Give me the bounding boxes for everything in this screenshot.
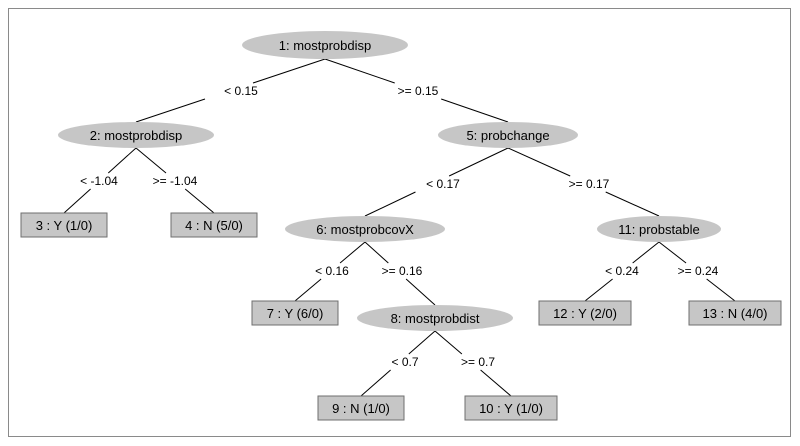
leaf-node[interactable]: 9 : N (1/0)	[317, 395, 405, 421]
split-node-ellipse	[285, 216, 445, 242]
edge-line-upper	[364, 241, 389, 264]
split-node-ellipse	[438, 122, 578, 148]
split-node[interactable]: 5: probchange	[438, 122, 578, 148]
tree-edge: >= 0.16	[364, 241, 436, 306]
tree-edge: < 0.17	[364, 147, 509, 217]
split-node-label: 8: mostprobdist	[391, 311, 480, 326]
split-node-ellipse	[597, 216, 721, 242]
edge-line-lower	[480, 369, 512, 397]
split-node[interactable]: 1: mostprobdisp	[242, 31, 408, 59]
leaf-node-box	[538, 300, 632, 326]
edge-condition-label: < 0.17	[426, 177, 460, 191]
tree-nodes: 1: mostprobdisp 2: mostprobdisp 3 : Y (1/0…	[20, 31, 782, 421]
edge-condition-label: >= 0.16	[382, 264, 423, 278]
split-node-ellipse	[58, 122, 214, 148]
edge-line-upper	[135, 147, 167, 174]
split-node-label: 6: mostprobcovX	[316, 222, 414, 237]
leaf-node-box	[464, 395, 558, 421]
split-node[interactable]: 2: mostprobdisp	[58, 122, 214, 148]
edge-line-lower	[584, 278, 613, 302]
edge-line-lower	[135, 98, 206, 123]
split-node-label: 11: probstable	[618, 222, 699, 237]
edge-line-lower	[360, 369, 391, 397]
edge-condition-label: >= 0.17	[569, 177, 610, 191]
edge-line-upper	[507, 147, 571, 177]
tree-edge: >= 0.7	[434, 330, 512, 397]
leaf-node-label: 4 : N (5/0)	[185, 218, 243, 233]
leaf-node-label: 13 : N (4/0)	[702, 306, 767, 321]
leaf-node-label: 7 : Y (6/0)	[267, 306, 324, 321]
edge-line-lower	[184, 188, 215, 214]
leaf-node[interactable]: 3 : Y (1/0)	[20, 212, 108, 238]
edge-line-lower	[405, 278, 436, 306]
split-node-label: 2: mostprobdisp	[90, 128, 183, 143]
leaf-node-label: 10 : Y (1/0)	[479, 401, 543, 416]
edge-line-upper	[434, 330, 463, 355]
edge-line-upper	[448, 147, 509, 177]
leaf-node-box	[170, 212, 258, 238]
split-node-label: 5: probchange	[466, 128, 549, 143]
edge-condition-label: < 0.16	[315, 264, 349, 278]
leaf-node-label: 12 : Y (2/0)	[553, 306, 617, 321]
leaf-node[interactable]: 4 : N (5/0)	[170, 212, 258, 238]
edge-line-lower	[364, 191, 416, 217]
leaf-node[interactable]: 12 : Y (2/0)	[538, 300, 632, 326]
edge-line-lower	[605, 191, 660, 217]
split-node-ellipse	[357, 305, 513, 331]
edge-line-upper	[632, 241, 660, 264]
split-node-label: 1: mostprobdisp	[279, 38, 372, 53]
edge-line-lower	[706, 278, 736, 302]
tree-edge: < 0.7	[360, 330, 436, 397]
leaf-node-box	[688, 300, 782, 326]
edge-condition-label: < -1.04	[80, 174, 118, 188]
edge-line-upper	[107, 147, 137, 174]
edge-condition-label: < 0.24	[605, 264, 639, 278]
tree-edge: < 0.16	[294, 241, 366, 302]
edge-condition-label: >= 0.15	[398, 84, 439, 98]
tree-panel: < 0.15 >= 0.15 < -1.04 >= -1.04 < 0.17 >= 0.1…	[8, 8, 791, 437]
edge-condition-label: >= 0.24	[678, 264, 719, 278]
tree-edge: >= 0.15	[324, 58, 509, 123]
tree-edge: < 0.24	[584, 241, 660, 302]
split-node[interactable]: 11: probstable	[597, 216, 721, 242]
tree-edge: < -1.04	[63, 147, 137, 214]
leaf-node[interactable]: 13 : N (4/0)	[688, 300, 782, 326]
leaf-node-box	[20, 212, 108, 238]
tree-edge: >= 0.17	[507, 147, 660, 217]
tree-edges: < 0.15 >= 0.15 < -1.04 >= -1.04 < 0.17 >= 0.1…	[63, 58, 736, 397]
leaf-node-label: 9 : N (1/0)	[332, 401, 390, 416]
edge-line-upper	[658, 241, 687, 264]
edge-line-upper	[339, 241, 366, 264]
edge-condition-label: >= 0.7	[461, 355, 495, 369]
edge-line-upper	[408, 330, 436, 355]
split-node-ellipse	[242, 31, 408, 59]
tree-edge: < 0.15	[135, 58, 326, 123]
decision-tree: < 0.15 >= 0.15 < -1.04 >= -1.04 < 0.17 >= 0.1…	[20, 31, 782, 421]
edge-line-upper	[324, 58, 395, 84]
edge-condition-label: < 0.15	[224, 84, 258, 98]
leaf-node[interactable]: 7 : Y (6/0)	[251, 300, 339, 326]
tree-edge: >= 0.24	[658, 241, 736, 302]
tree-edge: >= -1.04	[135, 147, 215, 214]
leaf-node[interactable]: 10 : Y (1/0)	[464, 395, 558, 421]
edge-condition-label: >= -1.04	[153, 174, 198, 188]
leaf-node-box	[317, 395, 405, 421]
edge-line-lower	[63, 188, 91, 214]
edge-line-lower	[441, 98, 509, 123]
edge-line-lower	[294, 278, 322, 302]
leaf-node-box	[251, 300, 339, 326]
edge-line-upper	[252, 58, 326, 84]
split-node[interactable]: 6: mostprobcovX	[285, 216, 445, 242]
split-node[interactable]: 8: mostprobdist	[357, 305, 513, 331]
edge-condition-label: < 0.7	[391, 355, 418, 369]
leaf-node-label: 3 : Y (1/0)	[36, 218, 93, 233]
